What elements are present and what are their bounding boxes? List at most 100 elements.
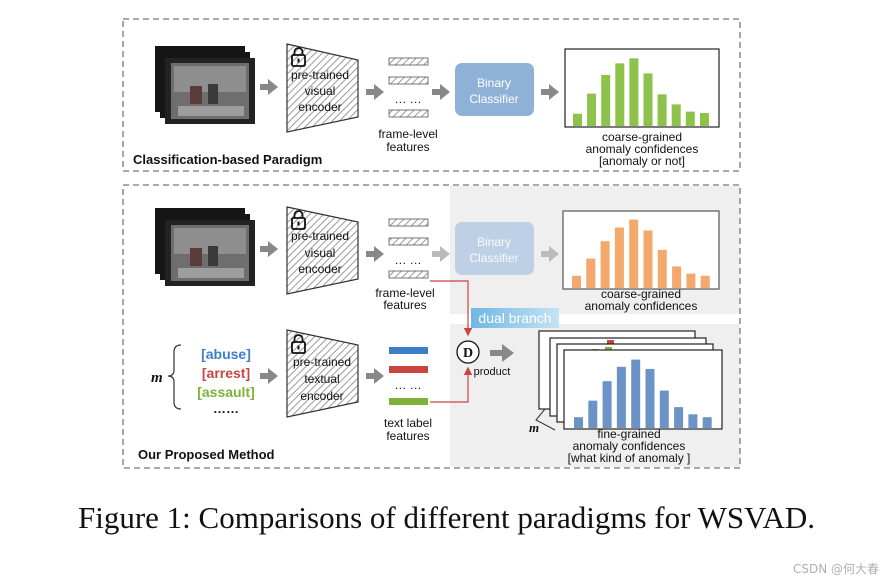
bottom-arrow-3 [432,246,450,262]
top-arrow-2 [366,84,384,100]
top-output-label-1: coarse-grained [602,130,682,144]
top-visual-encoder: pre-trained visual encoder [286,43,359,133]
coarse-label-2: anomaly confidences [585,299,698,313]
top-histogram-bar-10 [699,113,709,126]
bottom-paradigm-title: Our Proposed Method [138,447,275,462]
text-label-assault: [assault] [197,384,255,400]
product-node: D [456,340,480,364]
top-histogram-bars [573,58,709,126]
bottom-classifier-label-2: Classifier [469,251,518,265]
bottom-classifier-label-1: Binary [477,235,511,249]
list-brace [167,344,182,410]
visual-encoder-label-3: encoder [298,262,341,276]
text-label-ellipsis: …… [213,401,239,416]
top-histogram-bar-1 [573,113,582,126]
bottom-frame-features-label-1: frame-level [375,286,434,300]
fine-label-1: fine-grained [597,427,660,441]
text-feature-dots: … … [394,378,421,392]
coarse-histogram-bar-7 [657,249,667,288]
textual-encoder-label-3: encoder [300,389,343,403]
coarse-histogram-bars [572,219,710,288]
fine-histogram-bar-6 [645,368,655,428]
bottom-arrow-1 [260,241,278,257]
dual-branch-banner [471,308,559,328]
text-label-list: [abuse] [arrest] [assault] …… [197,346,255,416]
top-arrow-3 [432,84,450,100]
classifier-label-2: Classifier [469,92,518,106]
lock-icon [291,47,306,67]
fine-histogram-bar-10 [702,417,712,428]
bottom-frame-features: … … [388,218,429,279]
coarse-histogram-bar-2 [586,258,596,288]
bottom-feature-dots: … … [394,253,421,267]
text-label-abuse: [abuse] [201,346,251,362]
stack-m-symbol: m [529,420,539,435]
frame-features-label-1: frame-level [378,127,437,141]
product-arrow [490,344,514,362]
text-feature-arrest [389,366,428,373]
dual-branch-label: dual branch [478,310,551,326]
fine-histogram-bar-5 [631,359,641,428]
text-feature-abuse [389,347,428,354]
text-features-label-1: text label [384,416,432,430]
top-histogram-bar-5 [629,58,639,126]
top-output-label-2: anomaly confidences [586,142,699,156]
top-histogram-bar-8 [671,104,681,126]
fine-histogram-bar-2 [588,400,598,428]
coarse-label-1: coarse-grained [601,287,681,301]
top-panel-border [122,18,741,172]
frame-features-label-2: features [386,140,429,154]
fine-histogram-bar-1 [574,417,583,428]
fine-label-2: anomaly confidences [573,439,686,453]
fine-histogram-bar-7 [659,390,669,428]
top-paradigm-title: Classification-based Paradigm [133,152,322,167]
encoder-label-line1: pre-trained [291,68,349,82]
lock-icon [291,210,306,230]
bottom-video-frames [155,208,255,286]
encoder-label-line3: encoder [298,100,341,114]
coarse-histogram-bar-5 [629,219,639,288]
visual-to-product-connector [430,280,473,337]
text-to-product-connector [430,366,473,403]
bottom-arrow-2 [366,246,384,262]
stack-brace [535,408,556,431]
feature-dots: … … [394,92,421,106]
top-histogram-bar-3 [601,74,611,126]
textual-encoder-label-1: pre-trained [293,355,351,369]
top-binary-classifier: Binary Classifier [455,63,534,116]
fine-histogram-bars [574,359,712,428]
fine-histogram-frame [563,349,723,430]
figure-caption: Figure 1: Comparisons of different parad… [77,500,816,535]
textual-encoder-label-2: textual [304,372,339,386]
product-label: product [474,366,511,378]
product-symbol: D [463,346,473,361]
fine-histogram-bar-9 [688,414,698,428]
m-symbol: m [151,370,163,386]
coarse-histogram-bar-1 [572,275,581,288]
bottom-binary-classifier: Binary Classifier [455,222,534,275]
coarse-histogram-bar-3 [600,241,610,288]
top-histogram-bar-9 [685,111,695,126]
fine-histogram-bar-8 [674,407,684,428]
visual-encoder-label-1: pre-trained [291,229,349,243]
visual-encoder-label-2: visual [305,246,336,260]
top-video-frames [155,46,255,124]
top-histogram-bar-6 [643,73,653,126]
watermark: CSDN @何大春 [792,562,879,576]
top-histogram-bar-4 [615,63,625,126]
coarse-histogram-bar-8 [672,266,682,288]
text-features-label-2: features [386,429,429,443]
top-output-label-3: [anomaly or not] [599,154,685,168]
classifier-label-1: Binary [477,76,511,90]
text-label-arrest: [arrest] [202,365,250,381]
top-arrow-1 [260,79,278,95]
encoder-label-line2: visual [305,84,336,98]
bottom-visual-encoder: pre-trained visual encoder [286,206,359,295]
lock-icon [291,334,306,354]
bottom-arrow-4 [541,246,559,262]
textual-encoder: pre-trained textual encoder [286,329,359,418]
figure-diagram: pre-trained visual encoder … … frame-lev… [122,18,741,469]
fine-histogram-bar-4 [616,366,626,428]
fine-label-3: [what kind of anomaly ] [568,451,691,465]
coarse-histogram-bar-9 [686,273,696,288]
